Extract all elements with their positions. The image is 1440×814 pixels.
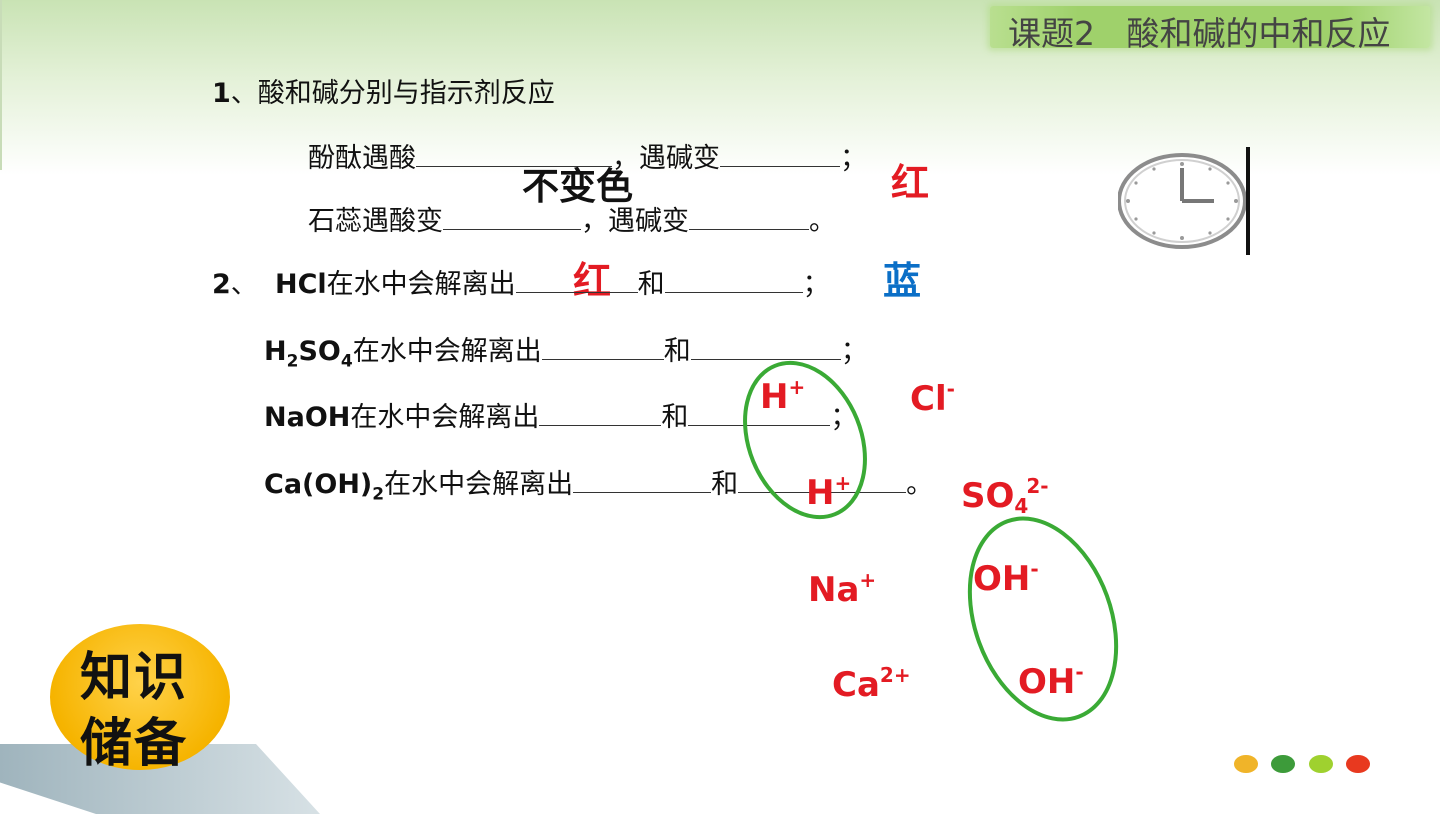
litmus-base-text: ，遇碱变 <box>581 206 689 237</box>
q1-number: 1 <box>212 78 231 109</box>
q2-number: 2 <box>212 269 231 300</box>
q2-hcl-line: 2、 HCl在水中会解离出 和 ； <box>212 268 830 298</box>
line1-end: ； <box>840 143 867 174</box>
and-text: 和 <box>711 469 739 500</box>
q2-sep: 、 <box>230 269 258 300</box>
and-text: 和 <box>661 402 689 433</box>
q1-line1: 酚酞遇酸 ，遇碱变 ； <box>308 142 867 172</box>
slide-title: 课题2 酸和碱的中和反应 <box>1008 14 1391 53</box>
nav-dot-3[interactable] <box>1309 755 1333 773</box>
badge-line-1: 知识 <box>80 648 189 708</box>
ion-oh-minus-2: OH- <box>1018 660 1084 702</box>
ion-cl-minus: Cl- <box>910 377 955 419</box>
q1-heading-text: 、酸和碱分别与指示剂反应 <box>230 78 555 109</box>
litmus-acid-text: 石蕊遇酸变 <box>308 206 443 237</box>
knowledge-badge <box>50 624 230 770</box>
nav-dot-1[interactable] <box>1234 755 1258 773</box>
dissociates-text: 在水中会解离出 <box>384 469 574 500</box>
ion-oh-minus-1: OH- <box>973 557 1039 599</box>
q1-heading: 1、酸和碱分别与指示剂反应 <box>212 80 555 107</box>
ion-h-plus-2: H+ <box>806 471 852 513</box>
semicolon: ； <box>840 336 868 367</box>
and-text: 和 <box>637 269 665 300</box>
blank-h2so4-2 <box>690 335 841 360</box>
answer-no-change: 不变色 <box>522 165 633 208</box>
phenolphthalein-base-text: ，遇碱变 <box>612 143 720 174</box>
blank-caoh2-2 <box>738 468 907 493</box>
clock-icon <box>1118 153 1247 249</box>
blank-litmus-acid <box>443 205 581 230</box>
dissociates-text: 在水中会解离出 <box>352 336 542 367</box>
answer-red-phenolphthalein: 红 <box>891 161 930 205</box>
clock-marker-bar <box>1246 147 1250 255</box>
answer-red-litmus: 红 <box>573 259 612 303</box>
line2-end: 。 <box>809 206 836 237</box>
formula-naoh: NaOH <box>264 402 351 433</box>
title-badge <box>990 6 1430 48</box>
badge-line-2: 储备 <box>80 714 189 774</box>
semicolon: ； <box>802 269 830 300</box>
dissociates-text: 在水中会解离出 <box>326 269 516 300</box>
blank-naoh-1 <box>539 401 662 426</box>
q2-h2so4-line: H2SO4在水中会解离出 和 ； <box>264 335 868 370</box>
ion-h-plus-1: H+ <box>760 375 806 417</box>
blank-litmus-base <box>689 205 809 230</box>
formula-caoh2: Ca(OH)2 <box>264 469 385 505</box>
answer-blue-litmus: 蓝 <box>883 259 922 303</box>
blank-h2so4-1 <box>541 335 664 360</box>
ellipse-h-ions <box>743 360 867 520</box>
slide-edge <box>0 0 2 170</box>
formula-hcl: HCl <box>274 269 327 300</box>
dissociates-text: 在水中会解离出 <box>350 402 540 433</box>
blank-naoh-2 <box>688 401 831 426</box>
blank-phenolphthalein-base <box>720 142 840 167</box>
ion-ca-2plus: Ca2+ <box>832 663 911 705</box>
blank-caoh2-1 <box>573 468 712 493</box>
blank-phenolphthalein-acid <box>416 142 612 167</box>
formula-h2so4: H2SO4 <box>264 336 353 372</box>
ion-na-plus: Na+ <box>808 568 877 610</box>
nav-dot-2[interactable] <box>1271 755 1295 773</box>
q2-caoh2-line: Ca(OH)2在水中会解离出 和 。 <box>264 468 933 503</box>
and-text: 和 <box>663 336 691 367</box>
blank-hcl-2 <box>664 268 803 293</box>
phenolphthalein-acid-text: 酚酞遇酸 <box>308 143 416 174</box>
period: 。 <box>906 469 934 500</box>
blank-hcl-1 <box>515 268 638 293</box>
q2-naoh-line: NaOH在水中会解离出和； <box>264 401 857 431</box>
q1-line2: 石蕊遇酸变 ，遇碱变 。 <box>308 205 836 235</box>
ellipse-oh-ions <box>967 516 1119 722</box>
nav-dot-4[interactable] <box>1346 755 1370 773</box>
ion-so4-2minus: SO42- <box>961 474 1049 518</box>
